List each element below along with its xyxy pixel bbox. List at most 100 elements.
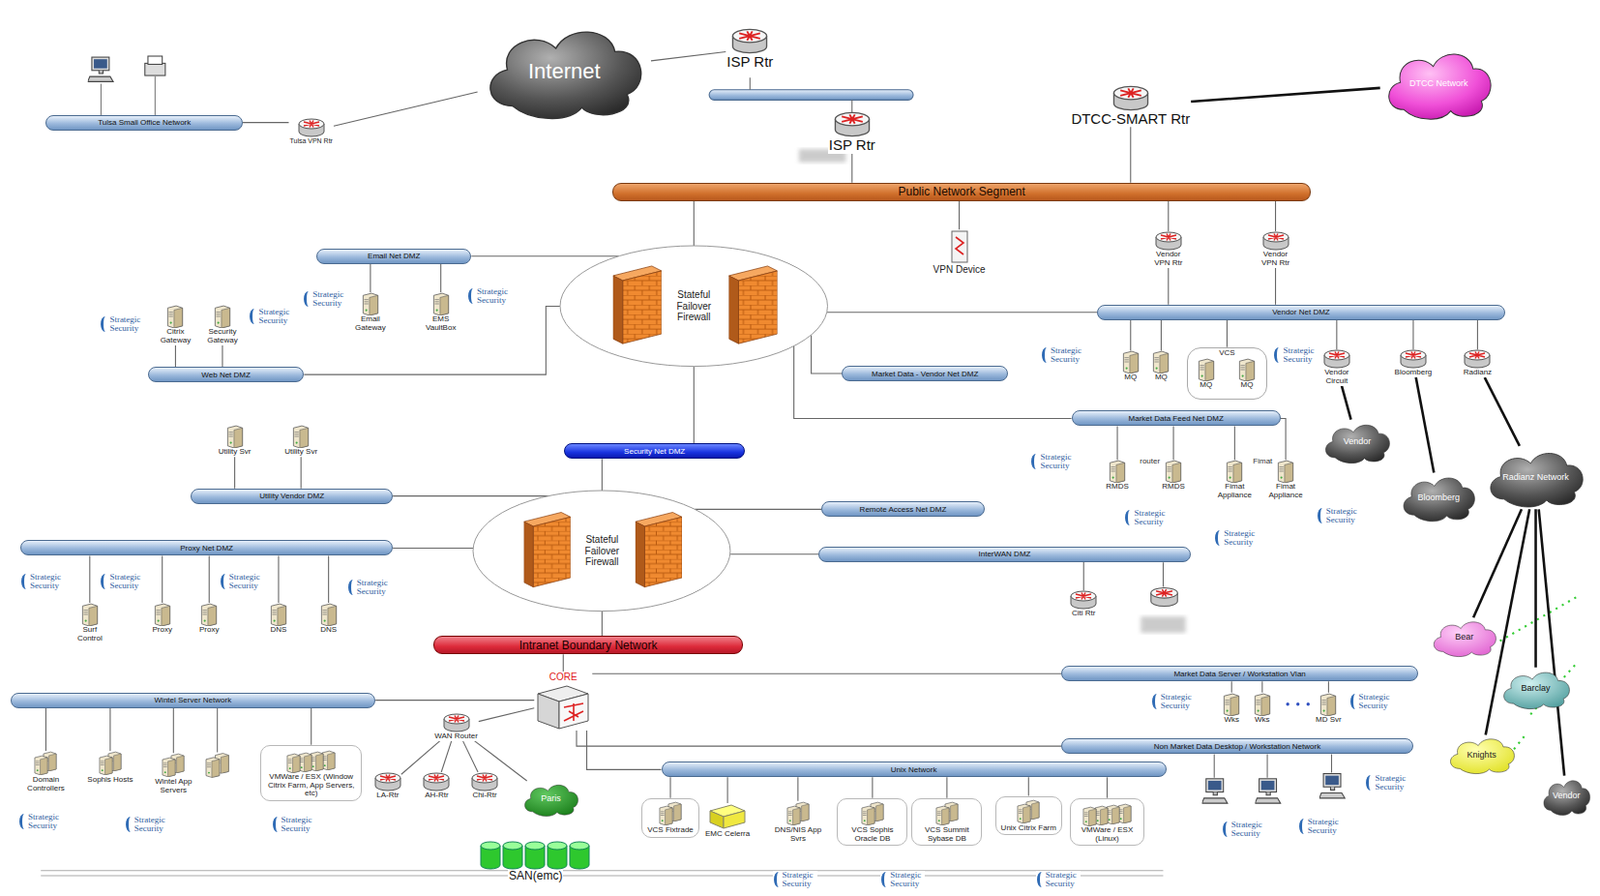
node-label: Wintel App Servers (144, 777, 204, 796)
server-icon: MQ (1122, 350, 1140, 383)
core-switch: CORE (533, 671, 593, 731)
node-label: Vendor (1343, 437, 1372, 447)
node-label: RMDS (1160, 482, 1186, 492)
router-icon (1112, 85, 1150, 112)
logo-label: Strategic Security (772, 870, 818, 889)
node-label: VMWare / ESX (Linux) (1074, 826, 1140, 844)
node-label: VCS Fixtrade (646, 826, 695, 835)
server-icon (81, 602, 99, 626)
router-icon: Vendor Circuit (1315, 349, 1359, 386)
node-label: Domain Controllers (16, 775, 76, 794)
server-icon: Fimat Appliance (1209, 459, 1261, 501)
server-icon (1152, 350, 1170, 374)
network-link (1534, 508, 1538, 668)
firewall-pair: Stateful Failover Firewall (472, 489, 732, 613)
logo-label: Strategic Security (302, 290, 348, 308)
network-link (175, 345, 177, 368)
network-link (1412, 320, 1414, 351)
node-label: Intranet Boundary Network (519, 638, 658, 652)
network-cloud: Vendor (1540, 775, 1594, 817)
server-icon: Proxy (198, 602, 220, 635)
node-label: DNS/NIS App Svrs (770, 826, 825, 844)
network-link (242, 121, 289, 123)
node-label: CORE (548, 671, 579, 682)
network-link (592, 673, 1062, 675)
server-icon: Domain Controllers (16, 750, 76, 794)
network-link (851, 153, 853, 183)
logo-label: Strategic Security (1316, 506, 1362, 525)
logo-label: Strategic Security (20, 572, 65, 591)
node-label: RMDS (1104, 482, 1130, 492)
server-icon: VCS Sophis Oracle DB (836, 798, 908, 847)
server-icon (859, 800, 886, 827)
node-label: InterWAN DMZ (978, 549, 1032, 559)
server-icon: Citrix Gateway (151, 304, 199, 346)
node-label: MQ (1154, 373, 1169, 383)
network-link (1226, 320, 1228, 348)
annotation: router (1139, 456, 1160, 466)
node-label: Vendor (1552, 791, 1581, 801)
server-icon (226, 424, 244, 448)
link-line (749, 77, 852, 113)
server-icon (934, 800, 960, 827)
network-link (310, 708, 312, 745)
node-label: Utility Vendor DMZ (259, 491, 325, 501)
node-label: Stateful Failover Firewall (573, 533, 631, 568)
node-label: Wks (1222, 715, 1241, 725)
router-icon (833, 111, 871, 138)
node-label: Utility Svr (283, 447, 319, 457)
node-label: AH-Rtr (423, 791, 449, 800)
network-segment: Market Data - Vendor Net DMZ (841, 365, 1008, 382)
server-icon (200, 602, 218, 626)
router-icon (1262, 231, 1290, 251)
network-link (827, 311, 1097, 313)
router-icon: Bloomberg (1393, 349, 1434, 378)
network-link (401, 740, 441, 775)
node-label: Vendor VPN Rtr (1147, 250, 1190, 268)
server-icon: DNS (269, 602, 289, 635)
node-label: Fimat Appliance (1260, 482, 1312, 501)
network-link (1328, 681, 1330, 693)
server-icon (320, 602, 338, 626)
node-label: Proxy (198, 625, 220, 635)
logo-label: Strategic Security (1151, 692, 1196, 711)
server-icon (361, 292, 380, 316)
network-link (871, 776, 873, 798)
network-link (694, 508, 822, 510)
network-link (669, 776, 671, 798)
network-segment: Tulsa Small Office Network (45, 115, 243, 131)
node-label: Barclay (1521, 683, 1551, 694)
router-icon: AH-Rtr (422, 771, 450, 800)
server-icon (1238, 357, 1256, 382)
backdrop-art (40, 56, 1576, 876)
network-link (1274, 201, 1276, 232)
network-link (1335, 320, 1337, 351)
network-link (221, 345, 223, 368)
node-label: WAN Router (433, 732, 479, 741)
server-icon: VCS Summit Sybase DB (911, 798, 982, 847)
node-label: Radianz Network (1502, 473, 1570, 483)
network-link (471, 255, 620, 257)
logo-label: Strategic Security (99, 572, 145, 591)
network-segment: Email Net DMZ (316, 248, 472, 265)
network-link (1190, 88, 1381, 102)
server-icon: MD Svr (1314, 692, 1343, 725)
network-link (392, 495, 550, 497)
server-icon (97, 750, 123, 776)
node-label: Market Data Feed Net DMZ (1128, 414, 1224, 423)
network-link (1261, 681, 1263, 693)
node-label: Bloomberg (1393, 368, 1434, 378)
network-segment: Market Data Server / Workstation Vlan (1061, 665, 1419, 682)
node-label: Proxy (150, 625, 173, 635)
router-icon (374, 771, 402, 792)
network-link (161, 555, 163, 603)
network-segment: Security Net DMZ (563, 443, 745, 459)
network-link (693, 366, 695, 445)
router-icon (1069, 590, 1097, 610)
node-label: Tulsa Small Office Network (97, 118, 191, 127)
network-link (1028, 776, 1030, 796)
server-icon: Utility Svr (283, 424, 319, 457)
node-label: MQ (1198, 381, 1214, 390)
logo-label: Strategic Security (467, 287, 512, 305)
network-link (234, 456, 236, 488)
